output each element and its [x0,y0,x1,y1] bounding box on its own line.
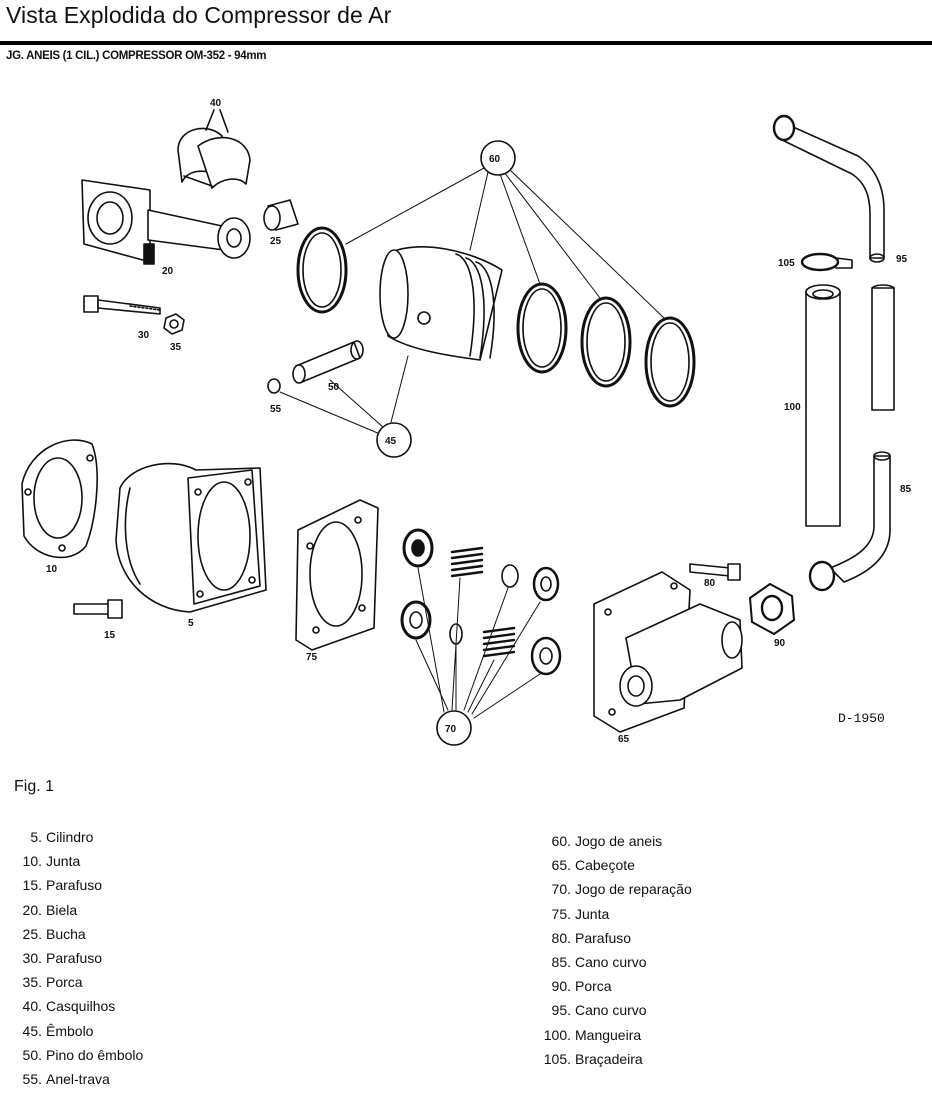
legend-item: 65.Cabeçote [551,857,635,874]
legend-item: 95.Cano curvo [551,1002,647,1019]
callout-35: 35 [170,342,182,353]
callout-5: 5 [188,618,194,629]
legend-item: 80.Parafuso [551,929,632,946]
legend-item: 30.Parafuso [22,950,103,967]
legend-item: 70.Jogo de reparação [551,881,692,898]
legend-item: 35.Porca [22,974,83,991]
callout-65: 65 [618,734,630,745]
callout-105: 105 [778,258,795,269]
piston-part [379,246,503,361]
exploded-view-diagram: 40 20 25 30 35 50 55 60 45 10 5 15 75 70… [21,98,912,746]
callout-10: 10 [46,564,58,575]
leader-40 [205,109,215,131]
callout-30: 30 [138,330,150,341]
callout-circle-60 [480,140,516,176]
legend-item: 10.Junta [22,853,81,870]
legend-item: 20.Biela [22,901,78,918]
head-gasket-part [295,499,379,651]
callout-100: 100 [784,402,801,413]
legend-item: 15.Parafuso [22,877,103,894]
fitting-nut-part [749,583,795,635]
callout-circle-70 [436,710,472,746]
parts-legend-right: 60.Jogo de aneis 65.Cabeçote 70.Jogo de … [539,829,692,1071]
callout-80: 80 [704,578,716,589]
cylinder-bolt-part [73,599,123,619]
callout-25: 25 [270,236,282,247]
cylinder-part [115,462,267,613]
callout-75: 75 [306,652,318,663]
hose-clamp-part [800,252,853,272]
legend-item: 55.Anel-trava [22,1071,110,1088]
rod-nut-part [163,313,185,335]
bearing-shells-part [177,127,251,189]
leader-40b [219,109,229,133]
leaders-45 [279,355,409,435]
leaders-70 [415,567,541,719]
legend-item: 25.Bucha [22,925,86,942]
callout-85: 85 [900,484,912,495]
legend-item: 40.Casquilhos [22,998,116,1015]
callout-55: 55 [270,404,282,415]
callout-15: 15 [104,630,116,641]
hose-part [805,284,895,527]
ring-set-part [296,226,696,408]
legend-item: 75.Junta [551,905,610,922]
callout-60: 60 [489,154,501,165]
circlip-part [267,378,281,394]
bushing-part [263,199,299,231]
callout-95: 95 [896,254,908,265]
callout-70: 70 [445,724,457,735]
rod-bolt-part [83,295,161,315]
cylinder-head-part [593,571,743,733]
legend-item: 105.Braçadeira [543,1050,643,1067]
figure-caption: Fig. 1 [14,778,55,795]
drawing-code: D-1950 [838,711,885,726]
legend-item: 90.Porca [551,978,612,995]
cylinder-gasket-part [21,439,98,559]
repair-kit-part [400,528,562,676]
legend-item: 100.Mangueira [543,1026,642,1043]
callout-40: 40 [210,98,222,109]
legend-item: 60.Jogo de aneis [551,833,663,849]
callout-50: 50 [328,382,340,393]
legend-item: 85.Cano curvo [551,954,647,971]
curved-pipe-lower-part [808,451,891,592]
leaders-60 [345,167,665,319]
callout-45: 45 [385,436,397,447]
curved-pipe-upper-part [772,114,885,263]
page-title: Vista Explodida do Compressor de Ar [6,2,392,28]
header-rule [0,41,932,45]
connecting-rod-part [81,179,251,265]
kit-subtitle: JG. ANEIS (1 CIL.) COMPRESSOR OM-352 - 9… [6,50,267,62]
callout-20: 20 [162,266,174,277]
head-bolt-part [689,563,741,581]
callout-circle-45 [376,422,412,458]
legend-item: 5.Cilindro [30,829,94,845]
piston-pin-part [292,340,364,384]
parts-legend-left: 5.Cilindro 10.Junta 15.Parafuso 20.Biela… [14,825,144,1091]
legend-item: 45.Êmbolo [22,1022,94,1039]
callout-90: 90 [774,638,786,649]
legend-item: 50.Pino do êmbolo [22,1046,144,1063]
